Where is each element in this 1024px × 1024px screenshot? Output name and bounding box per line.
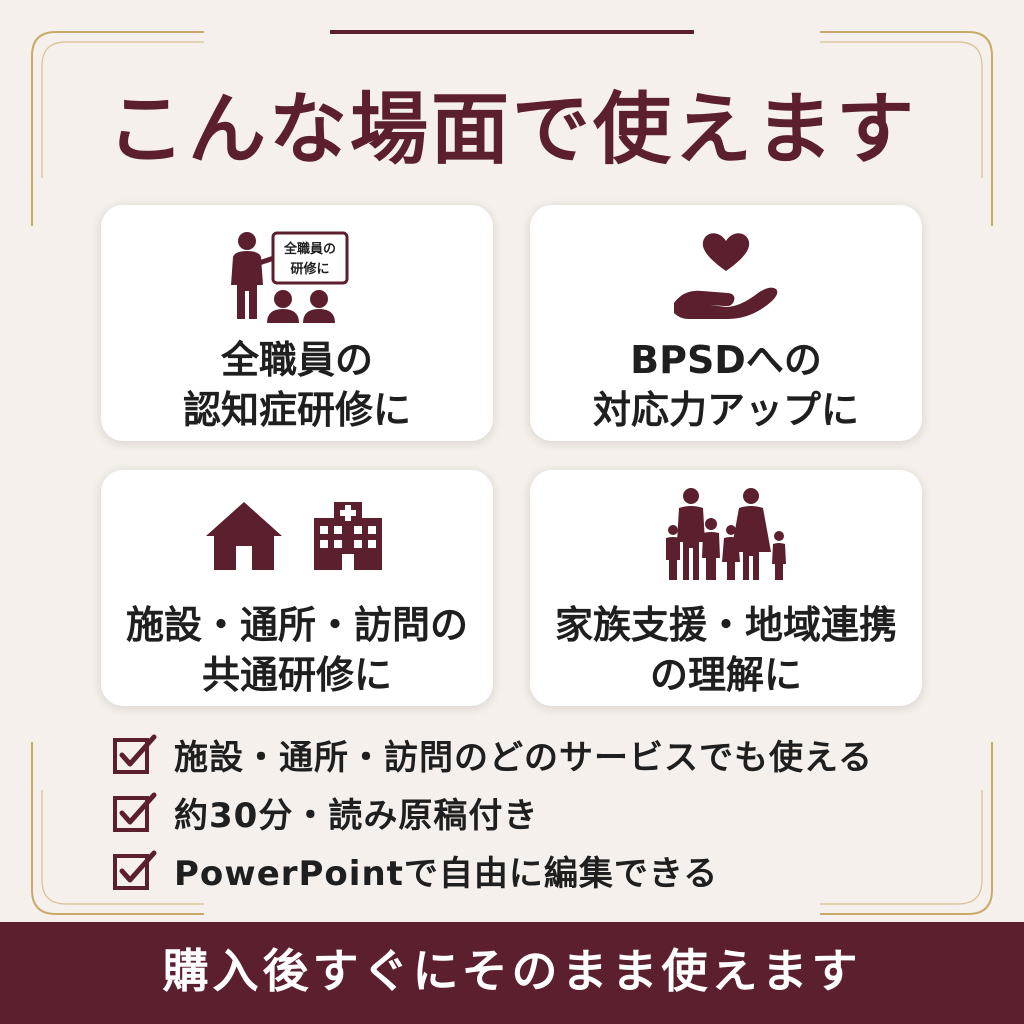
- top-divider: [330, 30, 694, 34]
- feature-text: 約30分・読み原稿付き: [174, 795, 539, 836]
- card-label-line1: 全職員の: [220, 338, 373, 382]
- card-staff-training: 全職員の 研修に 全職員の 認知症研修に: [101, 205, 493, 441]
- board-label-1: 全職員の: [283, 241, 336, 257]
- checkbox-checked-icon: [113, 792, 157, 832]
- list-item: 施設・通所・訪問のどのサービスでも使える: [112, 725, 873, 783]
- card-label-line1: BPSDへの: [630, 338, 822, 382]
- card-label-line2: 認知症研修に: [182, 388, 411, 432]
- card-family-support: 家族支援・地域連携 の理解に: [530, 470, 922, 706]
- family-icon: [666, 488, 786, 580]
- board-label-2: 研修に: [290, 261, 329, 277]
- checkbox-checked-icon: [113, 850, 157, 890]
- card-label-line2: 共通研修に: [201, 653, 392, 697]
- house-hospital-icon: [206, 502, 382, 570]
- footer-banner: 購入後すぐにそのまま使えます: [0, 922, 1024, 1024]
- list-item: PowerPointで自由に編集できる: [112, 841, 873, 899]
- teacher-presentation-icon: 全職員の 研修に: [231, 231, 349, 323]
- card-label-line1: 家族支援・地域連携: [554, 603, 897, 647]
- card-common-training: 施設・通所・訪問の 共通研修に: [101, 470, 493, 706]
- card-label-line2: 対応力アップに: [592, 388, 859, 432]
- feature-text: 施設・通所・訪問のどのサービスでも使える: [174, 737, 873, 778]
- heart-hand-icon: [674, 233, 778, 319]
- feature-list: 施設・通所・訪問のどのサービスでも使える 約30分・読み原稿付き PowerPo…: [112, 725, 873, 899]
- card-bpsd-response: BPSDへの 対応力アップに: [530, 205, 922, 441]
- checkbox-checked-icon: [113, 734, 157, 774]
- feature-text: PowerPointで自由に編集できる: [174, 853, 719, 894]
- card-label-line1: 施設・通所・訪問の: [125, 603, 468, 647]
- page-title: こんな場面で使えます: [106, 85, 917, 175]
- card-label-line2: の理解に: [649, 653, 802, 697]
- list-item: 約30分・読み原稿付き: [112, 783, 873, 841]
